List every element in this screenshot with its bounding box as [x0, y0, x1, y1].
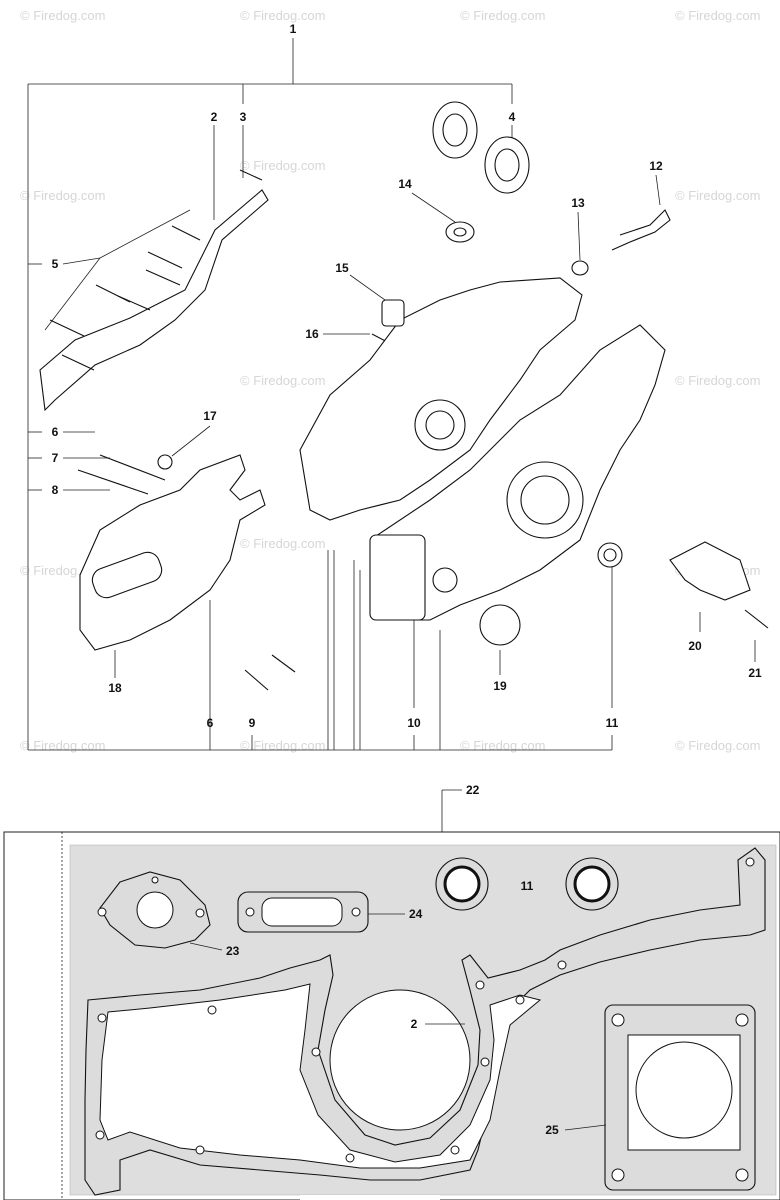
watermark: © Firedog.com [675, 373, 760, 388]
plug [479, 604, 521, 646]
crankcase-left-half [299, 277, 583, 521]
gasket-plate [39, 189, 269, 412]
watermark: © Firedog.com [20, 738, 105, 753]
watermark: © Firedog.com [240, 8, 325, 23]
callout-lines-upper [27, 38, 756, 751]
callout-label: 24 [409, 907, 423, 921]
crankcase-assembly [39, 101, 769, 691]
watermark: © Firedog.com [240, 738, 325, 753]
watermark: © Firedog.com [675, 188, 760, 203]
callout-label: 14 [398, 177, 412, 191]
callout-label: 2 [411, 1017, 418, 1031]
callout-label: 11 [606, 716, 619, 730]
callout-label: 8 [52, 483, 59, 497]
callout-labels-upper: 1 2 3 4 5 6 7 8 12 13 14 15 16 17 18 19 … [52, 22, 762, 730]
watermark: © Firedog.com [240, 158, 325, 173]
callout-label: 6 [52, 425, 59, 439]
callout-label: 5 [52, 257, 59, 271]
callout-label: 21 [748, 666, 762, 680]
callout-label: 25 [545, 1123, 559, 1137]
watermark: © Firedog.com [240, 373, 325, 388]
callout-label: 20 [688, 639, 702, 653]
callout-label: 7 [52, 451, 59, 465]
callout-label: 16 [305, 327, 319, 341]
watermark: © Firedog.com [460, 8, 545, 23]
callout-label: 10 [407, 716, 421, 730]
callout-label: 3 [240, 110, 247, 124]
watermark: © Firedog.com [20, 8, 105, 23]
callout-label: 1 [290, 22, 297, 36]
callout-label: 22 [466, 783, 480, 797]
callout-label: 15 [335, 261, 349, 275]
callout-label: 12 [649, 159, 663, 173]
callout-label: 9 [249, 716, 256, 730]
watermark: © Firedog.com [20, 188, 105, 203]
watermark: © Firedog.com [240, 536, 325, 551]
callout-label: 18 [108, 681, 122, 695]
crankcase-right-half [369, 324, 666, 621]
callout-label: 17 [203, 409, 217, 423]
watermark: © Firedog.com [460, 738, 545, 753]
callout-label: 23 [226, 944, 240, 958]
callout-label: 4 [509, 110, 516, 124]
callout-label: 13 [571, 196, 585, 210]
callout-label: 2 [211, 110, 218, 124]
fuel-line [611, 209, 671, 251]
watermark: © Firedog.com [675, 738, 760, 753]
callout-label: 6 [207, 716, 214, 730]
callout-label: 11 [521, 879, 534, 893]
bolts [49, 169, 396, 495]
clutch-cover [79, 454, 266, 651]
callout-label: 19 [493, 679, 507, 693]
bracket [669, 541, 751, 601]
gasket-kit: 22 23 24 11 [3, 783, 780, 1200]
watermark: © Firedog.com [675, 8, 760, 23]
